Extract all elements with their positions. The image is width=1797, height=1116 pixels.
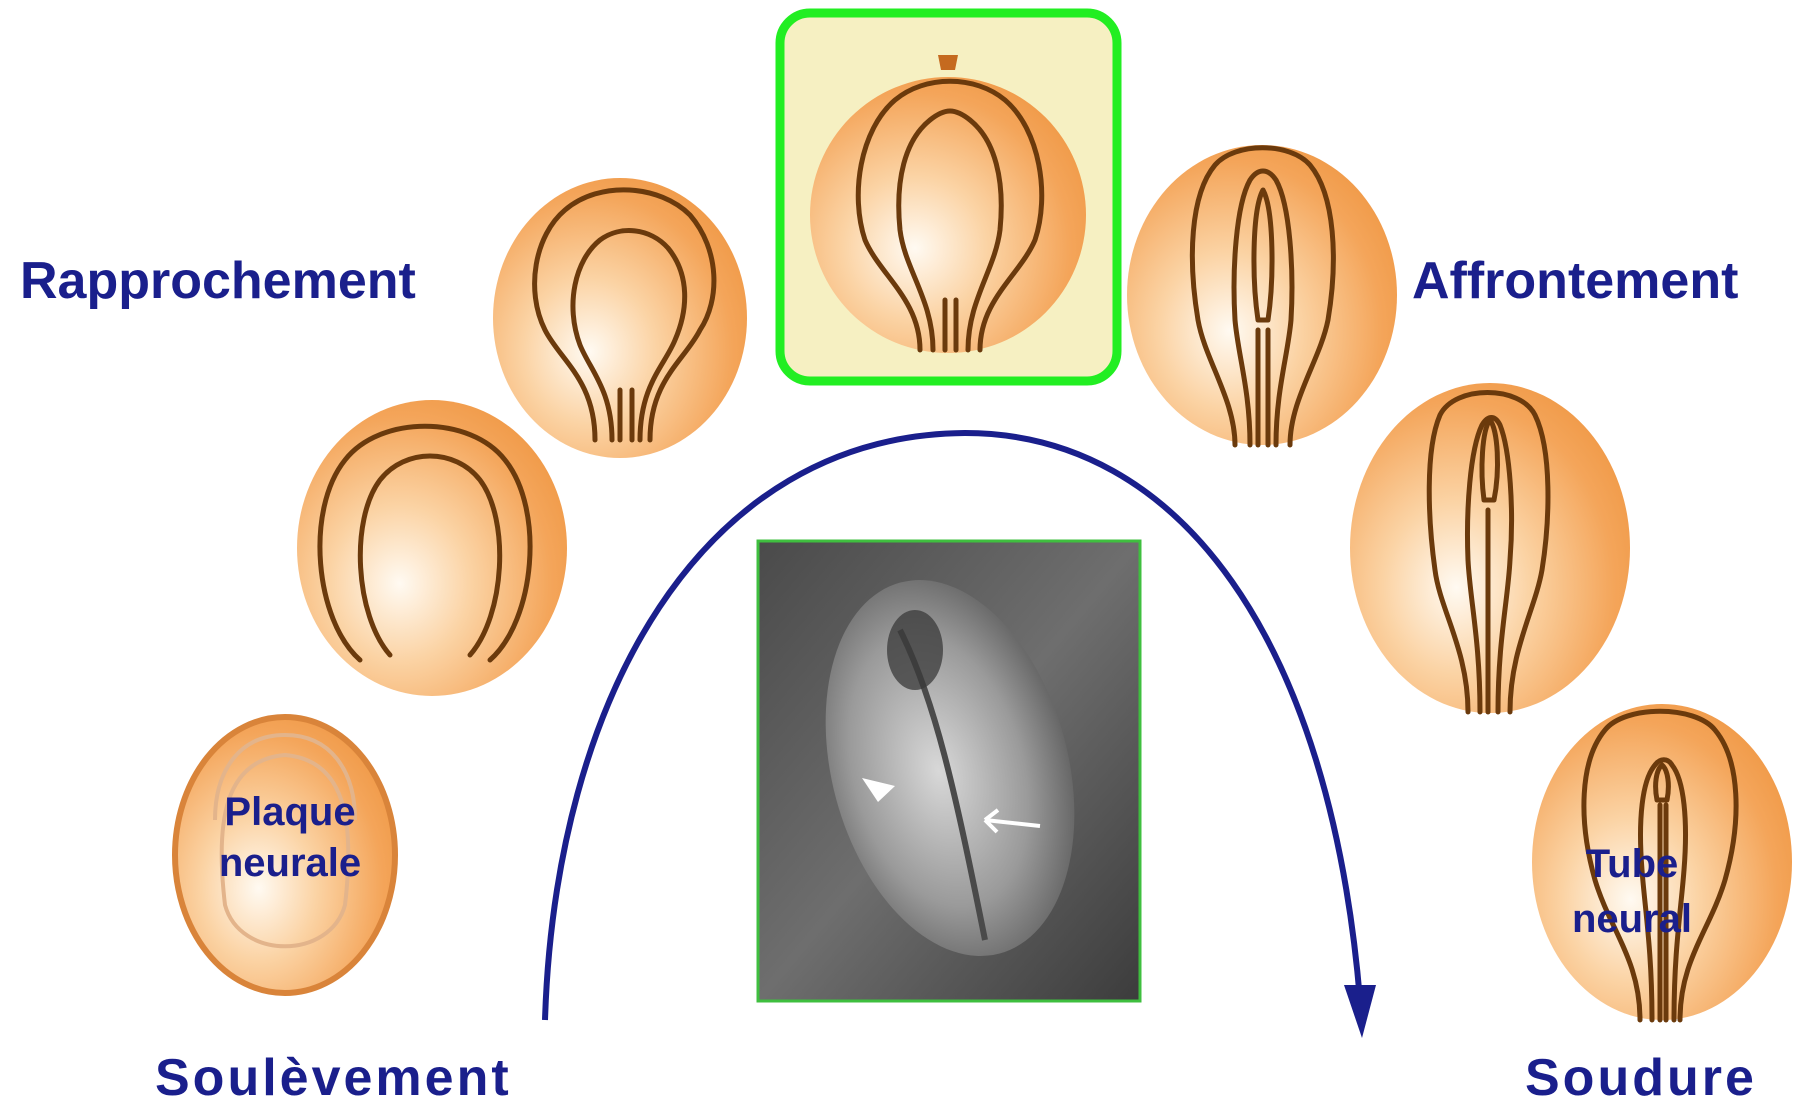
arrow-head-icon bbox=[1344, 985, 1376, 1038]
stage-rapprochement bbox=[493, 178, 747, 458]
stage-highlighted bbox=[780, 13, 1117, 381]
label-soulevement: Soulèvement bbox=[155, 1049, 512, 1107]
stage-affrontement bbox=[1127, 145, 1397, 445]
label-affrontement: Affrontement bbox=[1412, 252, 1738, 310]
label-rapprochement: Rapprochement bbox=[20, 252, 416, 310]
stage-plaque-neurale: Plaque neurale bbox=[175, 717, 395, 993]
stage-soulevement bbox=[297, 400, 567, 696]
embryo-photo bbox=[758, 541, 1140, 1001]
plaque-label-line1: Plaque bbox=[224, 790, 355, 834]
plaque-label-line2: neurale bbox=[219, 841, 361, 885]
tube-label-line1: Tube bbox=[1586, 842, 1679, 886]
cranial-notch-icon bbox=[938, 55, 958, 70]
stage-late-affrontement bbox=[1350, 383, 1630, 713]
label-soudure: Soudure bbox=[1525, 1049, 1757, 1107]
tube-label-line2: neural bbox=[1572, 897, 1692, 941]
stage-tube-neural: Tube neural bbox=[1532, 704, 1792, 1020]
